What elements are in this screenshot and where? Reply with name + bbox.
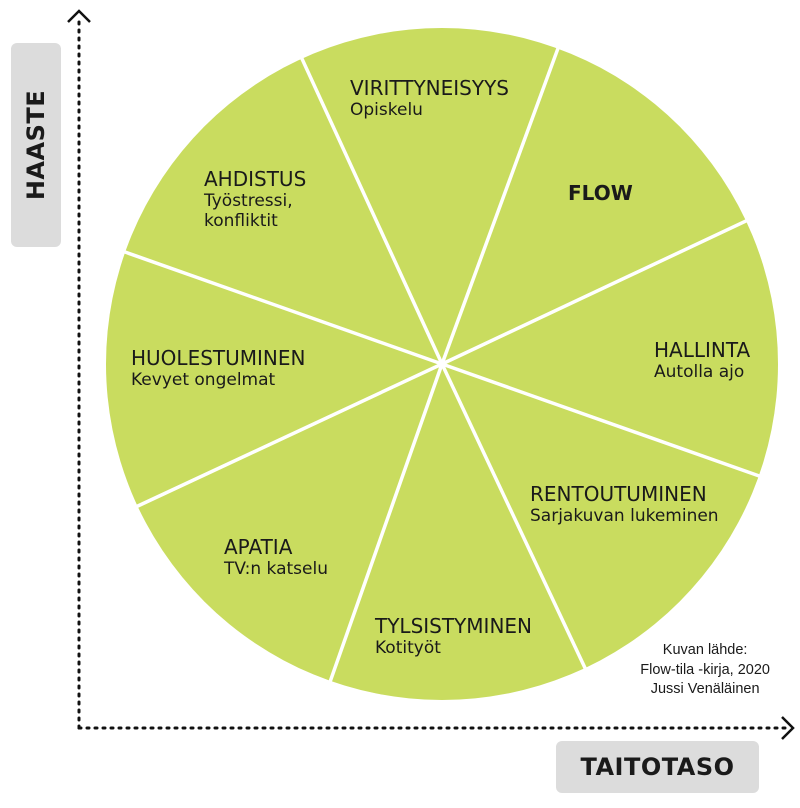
sector-example-line2: konfliktit [204, 211, 278, 232]
sector-title: AHDISTUS [204, 167, 307, 191]
sector-ahdistus: AHDISTUS Työstressi, konfliktit [204, 167, 306, 232]
source-line-3: Jussi Venäläinen [650, 681, 760, 698]
sector-flow: FLOW [568, 181, 633, 205]
sector-example: Autolla ajo [654, 362, 745, 382]
sector-divider-8 [122, 249, 443, 366]
sector-example: Sarjakuvan lukeminen [530, 506, 719, 526]
sector-example: Opiskelu [350, 100, 423, 120]
sector-title: APATIA [224, 535, 293, 559]
sector-title: TYLSISTYMINEN [375, 614, 533, 638]
sector-title: VIRITTYNEISYYS [350, 76, 509, 100]
sector-divider-3 [441, 218, 749, 366]
sector-example: TV:n katselu [224, 559, 328, 579]
sector-example: Kotityöt [375, 638, 441, 658]
sector-divider-7 [134, 362, 443, 509]
sector-divider-2 [440, 46, 561, 365]
sector-apatia: APATIA TV:n katselu [224, 535, 328, 579]
sector-title: RENTOUTUMINEN [530, 482, 707, 506]
source-line-1: Kuvan lähde: [662, 642, 748, 658]
sector-huolestuminen: HUOLESTUMINEN Kevyet ongelmat [131, 346, 305, 390]
sector-hallinta: HALLINTA Autolla ajo [654, 338, 750, 382]
x-axis-label-box: TAITOTASO [556, 741, 759, 793]
sector-example: Kevyet ongelmat [131, 370, 276, 390]
x-axis-label: TAITOTASO [580, 753, 735, 781]
sector-divider-4 [441, 362, 762, 479]
source-line-2: Flow-tila -kirja, 2020 [640, 661, 770, 678]
sector-dividers [122, 46, 762, 684]
sector-divider-6 [328, 363, 444, 684]
sector-title: HALLINTA [654, 338, 751, 362]
sector-divider-5 [440, 363, 588, 671]
y-axis-label: HAASTE [22, 89, 51, 201]
sector-tylsistyminen: TYLSISTYMINEN Kotityöt [375, 614, 532, 658]
y-axis-label-box: HAASTE [11, 43, 61, 247]
sector-title: FLOW [568, 181, 633, 205]
sector-example-line1: Työstressi, [204, 191, 293, 211]
sector-title: HUOLESTUMINEN [131, 346, 306, 370]
y-axis-arrow [67, 9, 91, 23]
x-axis-arrow [781, 716, 795, 740]
sector-virittyneisyys: VIRITTYNEISYYS Opiskelu [350, 76, 509, 120]
sector-divider-1 [299, 56, 444, 365]
sector-rentoutuminen: RENTOUTUMINEN Sarjakuvan lukeminen [530, 482, 719, 526]
image-source-note: Kuvan lähde: Flow-tila -kirja, 2020 Juss… [640, 641, 770, 700]
